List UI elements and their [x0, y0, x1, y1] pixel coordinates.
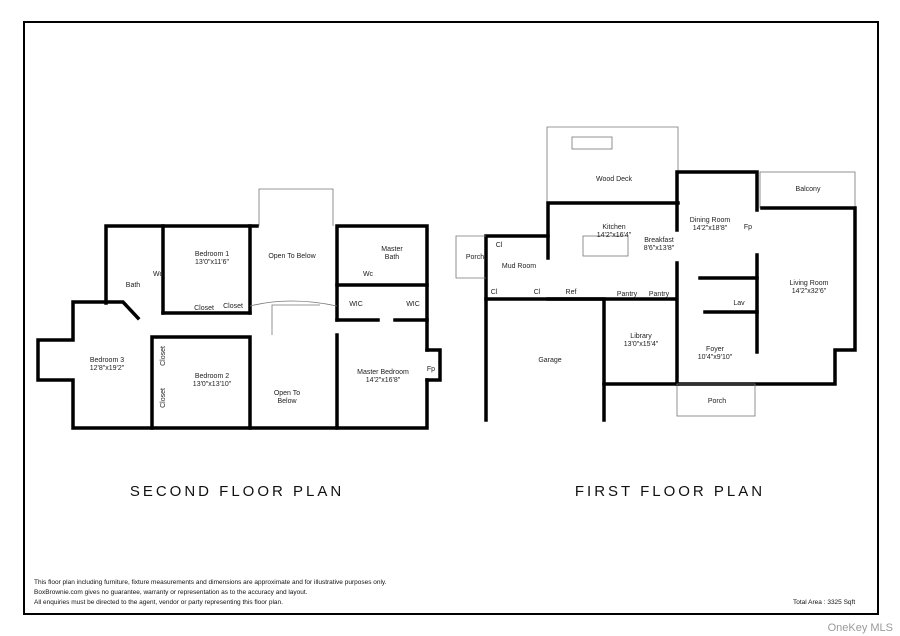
sheet-border: [23, 21, 879, 615]
room-dimension: 12'8"x19'2": [90, 365, 125, 372]
room-label: Living Room: [790, 280, 829, 287]
room-label: Mud Room: [502, 263, 536, 270]
room-label: Pantry: [617, 291, 638, 298]
room-label: Cl: [534, 289, 541, 296]
room-label: Cl: [491, 289, 498, 296]
room-dimension: 14'2"x16'4": [597, 232, 632, 239]
room-label: Closet: [194, 305, 214, 312]
room-label: Closet: [160, 346, 167, 366]
room-label: Master: [381, 246, 403, 253]
room-label: Bedroom 3: [90, 357, 124, 364]
room-label: Bath: [126, 282, 141, 289]
room-label: Bedroom 1: [195, 251, 229, 258]
room-label: Porch: [466, 254, 484, 261]
watermark: OneKey MLS: [828, 622, 893, 634]
room-dimension: 13'0"x15'4": [624, 341, 659, 348]
room-label: Pantry: [649, 291, 670, 298]
room-label: Closet: [223, 303, 243, 310]
second-floor-labels: Bedroom 1 13'0"x11'6" Open To Below Mast…: [90, 246, 435, 408]
room-label: Ref: [566, 289, 577, 296]
room-label: Master Bedroom: [357, 369, 409, 376]
first-floor-labels: Wood Deck Kitchen 14'2"x16'4" Breakfast …: [466, 176, 829, 405]
room-dimension: 14'2"x18'8": [693, 225, 728, 232]
room-label: Garage: [538, 357, 561, 364]
room-dimension: 13'0"x11'6": [195, 259, 229, 266]
room-label: Library: [630, 333, 652, 340]
room-label: Wood Deck: [596, 176, 633, 183]
room-label: Closet: [160, 388, 167, 408]
room-label: Foyer: [706, 346, 725, 353]
room-label: Open To Below: [268, 253, 316, 260]
first-floor-title: FIRST FLOOR PLAN: [575, 483, 765, 500]
second-floor-title: SECOND FLOOR PLAN: [130, 483, 344, 500]
first-floor-walls: [455, 126, 857, 422]
room-dimension: 14'2"x32'6": [792, 288, 827, 295]
room-label: Bath: [385, 254, 400, 261]
room-label: Open To: [274, 390, 300, 397]
second-floor-walls: [36, 188, 442, 430]
room-dimension: 10'4"x9'10": [698, 354, 733, 361]
room-dimension: 13'0"x13'10": [193, 381, 232, 388]
room-label: WIC: [349, 301, 363, 308]
total-area: Total Area : 3325 Sqft: [793, 599, 855, 606]
room-label: Kitchen: [602, 224, 625, 231]
room-label: Lav: [733, 300, 745, 307]
room-label: Fp: [744, 224, 752, 231]
disclaimer-line: All enquiries must be directed to the ag…: [34, 599, 283, 606]
room-label: Below: [277, 398, 297, 405]
room-label: Porch: [708, 398, 726, 405]
room-label: Balcony: [796, 186, 821, 193]
room-label: Cl: [496, 242, 503, 249]
disclaimer-line: BoxBrownie.com gives no guarantee, warra…: [34, 589, 308, 596]
room-label: Wc: [153, 271, 164, 278]
room-label: WIC: [406, 301, 420, 308]
room-label: Fp: [427, 366, 435, 373]
room-dimension: 8'6"x13'8": [644, 245, 675, 252]
disclaimer-line: This floor plan including furniture, fix…: [34, 579, 387, 586]
room-dimension: 14'2"x16'8": [366, 377, 401, 384]
room-label: Breakfast: [644, 237, 674, 244]
room-label: Wc: [363, 271, 374, 278]
room-label: Bedroom 2: [195, 373, 229, 380]
room-label: Dining Room: [690, 217, 731, 224]
